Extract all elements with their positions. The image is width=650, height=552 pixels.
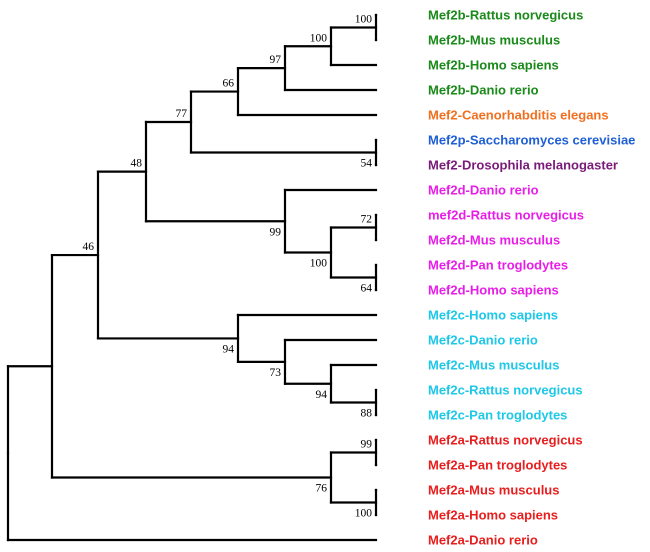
taxon-label: Mef2a-Rattus norvegicus xyxy=(428,433,583,448)
bootstrap-value: 94 xyxy=(223,343,235,355)
bootstrap-value: 76 xyxy=(316,483,328,495)
taxon-label: Mef2c-Homo sapiens xyxy=(428,308,558,323)
taxon-label: Mef2a-Danio rerio xyxy=(428,533,538,548)
bootstrap-value: 100 xyxy=(355,14,373,26)
taxon-label: Mef2b-Homo sapiens xyxy=(428,58,559,73)
taxon-label: Mef2d-Mus musculus xyxy=(428,233,560,248)
bootstrap-value: 100 xyxy=(355,508,373,520)
bootstrap-value: 77 xyxy=(176,108,188,120)
bootstrap-value: 100 xyxy=(310,32,328,44)
bootstrap-value: 73 xyxy=(270,367,282,379)
bootstrap-value: 94 xyxy=(316,389,328,401)
taxon-label: Mef2d-Pan troglodytes xyxy=(428,258,568,273)
bootstrap-value: 72 xyxy=(361,214,373,226)
bootstrap-value: 100 xyxy=(310,258,328,270)
bootstrap-value: 46 xyxy=(83,241,95,253)
taxon-label: Mef2a-Homo sapiens xyxy=(428,508,558,523)
taxon-label: Mef2d-Homo sapiens xyxy=(428,283,559,298)
taxon-label: Mef2d-Danio rerio xyxy=(428,183,539,198)
bootstrap-value: 99 xyxy=(270,226,282,238)
bootstrap-value: 99 xyxy=(361,439,373,451)
taxon-label: Mef2b-Mus musculus xyxy=(428,33,560,48)
bootstrap-value: 97 xyxy=(270,54,282,66)
bootstrap-value: 54 xyxy=(361,158,373,170)
taxon-label: Mef2c-Danio rerio xyxy=(428,333,538,348)
taxon-label: Mef2b-Danio rerio xyxy=(428,83,539,98)
taxon-label: Mef2c-Pan troglodytes xyxy=(428,408,567,423)
taxon-label: Mef2a-Pan troglodytes xyxy=(428,458,567,473)
taxon-label: Mef2c-Mus musculus xyxy=(428,358,559,373)
taxon-label: Mef2-Caenorhabditis elegans xyxy=(428,108,609,123)
bootstrap-value: 64 xyxy=(361,283,373,295)
bootstrap-value: 48 xyxy=(131,158,143,170)
taxon-label: Mef2p-Saccharomyces cerevisiae xyxy=(428,133,635,148)
taxon-label: mef2d-Rattus norvegicus xyxy=(428,208,584,223)
bootstrap-values: 100 100 97 66 54 77 72 64 100 99 48 88 94 73 94 46 99 100… xyxy=(83,14,373,520)
bootstrap-value: 66 xyxy=(223,78,235,90)
taxon-label: Mef2c-Rattus norvegicus xyxy=(428,383,583,398)
taxon-label: Mef2-Drosophila melanogaster xyxy=(428,158,618,173)
bootstrap-value: 88 xyxy=(361,408,373,420)
taxon-label: Mef2a-Mus musculus xyxy=(428,483,559,498)
tree-branches xyxy=(6,13,378,542)
taxon-label: Mef2b-Rattus norvegicus xyxy=(428,8,583,23)
